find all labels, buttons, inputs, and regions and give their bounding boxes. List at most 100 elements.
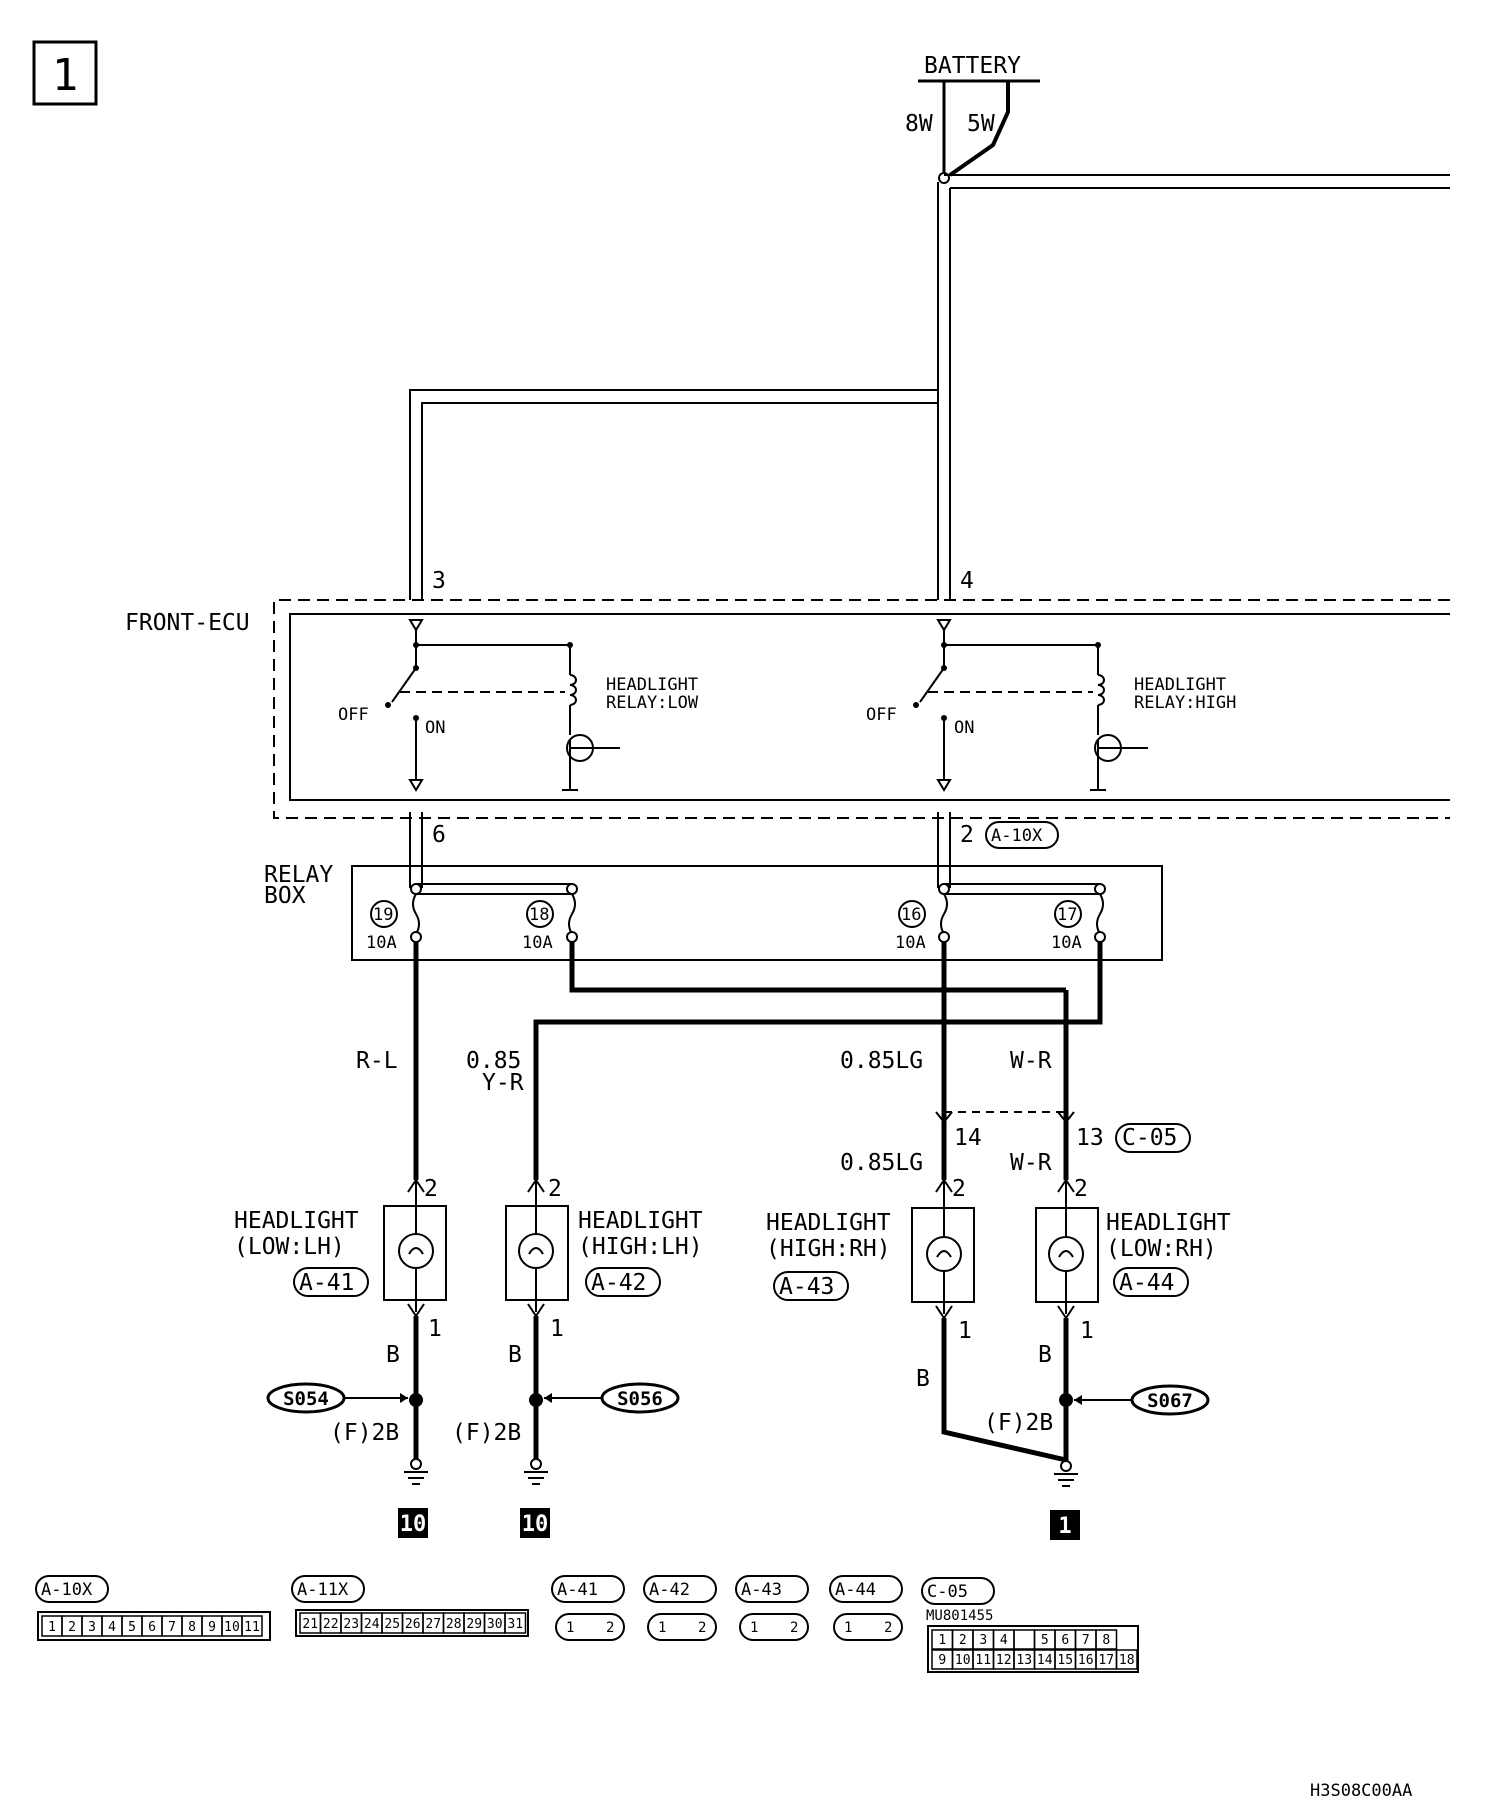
connector-a43-pin2: 2 bbox=[790, 1620, 798, 1636]
c05-row1-pin: 4 bbox=[1000, 1633, 1008, 1648]
battery-label: BATTERY bbox=[924, 53, 1021, 79]
fuse-17-rating: 10A bbox=[1051, 933, 1082, 953]
a11x-pin: 31 bbox=[507, 1617, 523, 1632]
page-number: 1 bbox=[52, 50, 79, 101]
headlight-4-line1: HEADLIGHT bbox=[1106, 1210, 1231, 1236]
fuse-19-number: 19 bbox=[373, 905, 393, 925]
a11x-pin: 21 bbox=[302, 1617, 318, 1632]
ecu-pin-4: 4 bbox=[960, 568, 974, 594]
wire-085lg: 0.85LG bbox=[840, 1048, 923, 1074]
ecu-off-low: OFF bbox=[338, 705, 369, 725]
connector-a44-pin2: 2 bbox=[884, 1620, 892, 1636]
c05-row2-pin: 13 bbox=[1016, 1653, 1032, 1668]
ground-symbol-2 bbox=[524, 1458, 548, 1485]
ecu-connector-a10x: A-10X bbox=[991, 826, 1043, 846]
relay-box bbox=[351, 865, 1163, 961]
connector-a41-name: A-41 bbox=[557, 1580, 598, 1600]
wire-085-yr-2: Y-R bbox=[482, 1070, 524, 1096]
wire-085-yr-1: 0.85 bbox=[466, 1048, 521, 1074]
splice-s054: S054 bbox=[283, 1388, 329, 1410]
headlight-3-pin-2: 2 bbox=[952, 1176, 966, 1202]
connector-a41-pin1: 1 bbox=[566, 1620, 574, 1636]
connector-a44-name: A-44 bbox=[835, 1580, 876, 1600]
c05-pin-13: 13 bbox=[1076, 1125, 1104, 1151]
ground-symbol-3 bbox=[1054, 1460, 1078, 1487]
c05-row2-pin: 15 bbox=[1057, 1653, 1073, 1668]
headlight-4-pin-2: 2 bbox=[1074, 1176, 1088, 1202]
wire-w-r: W-R bbox=[1010, 1048, 1052, 1074]
relay-low-line2: RELAY:LOW bbox=[606, 693, 699, 713]
battery-feed-right bbox=[944, 174, 1450, 189]
connector-a43: A-43 1 2 bbox=[735, 1575, 809, 1641]
headlight-low-rh bbox=[1035, 1178, 1099, 1462]
battery-wire-5w: 5W bbox=[967, 111, 995, 137]
c05-row1-pin: 6 bbox=[1061, 1633, 1069, 1648]
relay-coil-high bbox=[1090, 642, 1148, 791]
a11x-pin: 26 bbox=[405, 1617, 421, 1632]
headlight-4-wire-b: B bbox=[1038, 1342, 1052, 1368]
a10x-pin: 8 bbox=[188, 1620, 196, 1635]
headlight-3-wire-b: B bbox=[916, 1366, 930, 1392]
connector-a41: A-41 1 2 bbox=[551, 1575, 625, 1641]
a10x-pin: 6 bbox=[148, 1620, 156, 1635]
headlight-2-pin-1: 1 bbox=[550, 1316, 564, 1342]
a11x-pin: 22 bbox=[323, 1617, 339, 1632]
relay-low-line1: HEADLIGHT bbox=[606, 675, 698, 695]
drawing-code: H3S08C00AA bbox=[1310, 1781, 1412, 1801]
wire-r-l: R-L bbox=[356, 1048, 398, 1074]
fuse-19-rating: 10A bbox=[366, 933, 397, 953]
ground-ref-1: 10 bbox=[400, 1512, 427, 1537]
feed-pin-3 bbox=[409, 389, 938, 600]
a10x-cell bbox=[241, 1615, 263, 1637]
fuse-16-rating: 10A bbox=[895, 933, 926, 953]
connector-a43-name: A-43 bbox=[741, 1580, 782, 1600]
c05-row1-pin: 3 bbox=[979, 1633, 987, 1648]
c05-row1-pin: 2 bbox=[959, 1633, 967, 1648]
headlight-2-ground-wire: (F)2B bbox=[452, 1420, 521, 1446]
c05-row2-pin: 14 bbox=[1037, 1653, 1053, 1668]
relay-box-label-1: RELAY bbox=[264, 862, 333, 888]
ecu-to-relaybox bbox=[409, 812, 951, 888]
headlight-2-wire-b: B bbox=[508, 1342, 522, 1368]
a10x-pin: 1 bbox=[48, 1620, 56, 1635]
c05-row2-pin: 10 bbox=[955, 1653, 971, 1668]
ground-ref-3: 1 bbox=[1058, 1514, 1071, 1539]
c05-connector-label: C-05 bbox=[1122, 1125, 1177, 1151]
headlight-2-pin-2: 2 bbox=[548, 1176, 562, 1202]
relay-box-bus bbox=[416, 883, 1100, 895]
connector-a11x-name: A-11X bbox=[297, 1580, 349, 1600]
battery: BATTERY 8W 5W bbox=[905, 53, 1040, 184]
front-ecu-label: FRONT-ECU bbox=[125, 610, 250, 636]
connector-c05-name: C-05 bbox=[927, 1582, 968, 1602]
a10x-pin: 7 bbox=[168, 1620, 176, 1635]
page-number-box bbox=[32, 40, 98, 106]
a11x-pin: 29 bbox=[466, 1617, 482, 1632]
headlight-1-connector: A-41 bbox=[299, 1270, 354, 1296]
c05-row1-pin: 7 bbox=[1082, 1633, 1090, 1648]
ecu-on-low: ON bbox=[425, 718, 445, 738]
a11x-cell bbox=[504, 1612, 527, 1634]
connector-a10x-name: A-10X bbox=[41, 1580, 93, 1600]
fuse-16 bbox=[898, 883, 950, 943]
headlight-high-lh bbox=[505, 1178, 569, 1460]
headlight-3-line2: (HIGH:RH) bbox=[766, 1236, 891, 1262]
c05-row1-pin: 8 bbox=[1102, 1633, 1110, 1648]
c05-row2-pin: 12 bbox=[996, 1653, 1012, 1668]
fuse-18-number: 18 bbox=[529, 905, 549, 925]
c05-row1-cell bbox=[1013, 1629, 1036, 1650]
front-ecu bbox=[273, 599, 1450, 819]
fuse-17-number: 17 bbox=[1057, 905, 1077, 925]
c05-pin-14: 14 bbox=[954, 1125, 982, 1151]
headlight-1-pin-2: 2 bbox=[424, 1176, 438, 1202]
a11x-pin: 23 bbox=[343, 1617, 359, 1632]
wire-085lg-lower: 0.85LG bbox=[840, 1150, 923, 1176]
headlight-1-pin-1: 1 bbox=[428, 1316, 442, 1342]
a10x-pin: 10 bbox=[224, 1620, 240, 1635]
headlight-4-pin-1: 1 bbox=[1080, 1318, 1094, 1344]
connector-a42-name: A-42 bbox=[649, 1580, 690, 1600]
ecu-switch-high bbox=[913, 619, 1096, 792]
relay-high-line1: HEADLIGHT bbox=[1134, 675, 1226, 695]
